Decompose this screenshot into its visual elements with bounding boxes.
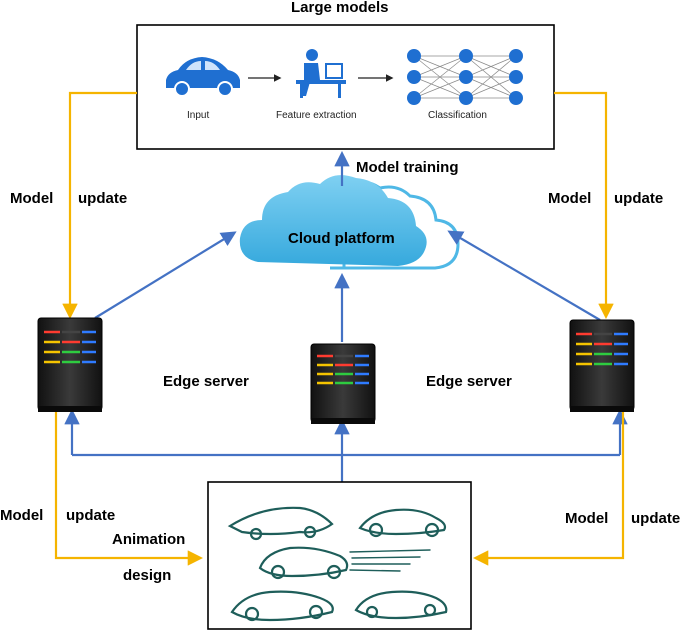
yellow-connectors (54, 91, 625, 566)
input-label: Input (187, 110, 210, 121)
edge-server-label-left: Edge server (163, 373, 249, 390)
arrow-update-animation-right (472, 412, 625, 566)
edge-server-label-right: Edge server (426, 373, 512, 390)
car-sketch-icon (227, 506, 334, 541)
model-update-bottom-right-update: update (631, 510, 681, 527)
car-sketch-icon (258, 546, 431, 580)
car-sketch-icon (358, 508, 447, 538)
model-update-bottom-left-model: Model (0, 507, 44, 524)
blue-connectors (64, 150, 628, 482)
edge-server-icon-left (37, 317, 103, 412)
model-update-top-right-model: Model (548, 190, 592, 207)
model-update-bottom-right-model: Model (565, 510, 609, 527)
model-update-top-right-update: update (614, 190, 664, 207)
arrow-left-server-to-cloud (94, 231, 237, 319)
arrow-update-left-server (62, 91, 137, 320)
design-label: design (123, 567, 172, 584)
classification-label: Classification (428, 110, 487, 121)
cloud-platform-label: Cloud platform (288, 230, 395, 247)
arrow-update-animation-left (54, 412, 204, 566)
edge-server-icon-middle (310, 343, 376, 424)
model-update-top-left-update: update (78, 190, 128, 207)
car-sketches (227, 506, 448, 622)
animation-label: Animation (112, 531, 186, 548)
diagram-title: Large models (291, 0, 389, 16)
arrow-update-right-server (554, 91, 614, 320)
arrow-right-server-to-cloud (447, 230, 601, 321)
model-update-top-left-model: Model (10, 190, 54, 207)
cloud-icon (239, 175, 460, 270)
person-at-desk-icon (296, 49, 346, 98)
edge-server-icon-right (569, 319, 635, 412)
model-training-label: Model training (356, 159, 459, 176)
model-update-bottom-left-update: update (66, 507, 116, 524)
car-sketch-icon (354, 590, 448, 620)
neural-network-icon (407, 49, 523, 105)
car-icon (166, 57, 240, 97)
feature-extraction-label: Feature extraction (276, 110, 357, 121)
car-sketch-icon (230, 590, 334, 622)
